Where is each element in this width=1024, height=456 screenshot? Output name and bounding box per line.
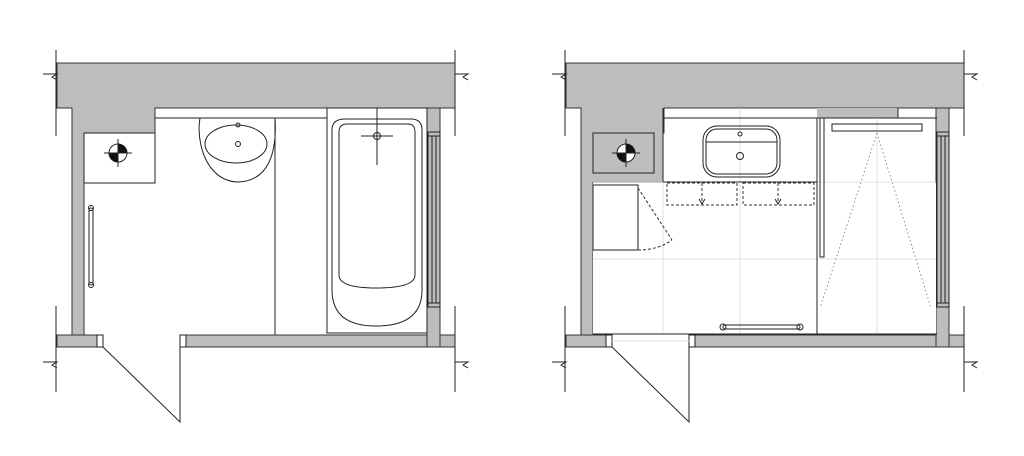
towel-rail	[719, 323, 804, 331]
shower-enclosure	[816, 117, 932, 334]
shower-bar	[831, 123, 923, 132]
glass-panel	[819, 117, 825, 258]
shelf	[83, 132, 156, 184]
vanity-unit	[663, 117, 817, 206]
plan-shower-fixtures	[582, 107, 937, 342]
plan-bathtub	[42, 49, 469, 423]
radiator	[88, 205, 94, 288]
shelf	[592, 132, 655, 174]
drain-stack-icon	[612, 139, 640, 167]
bathtub	[326, 107, 428, 334]
cabinet	[592, 184, 673, 251]
washbasin	[198, 117, 276, 183]
